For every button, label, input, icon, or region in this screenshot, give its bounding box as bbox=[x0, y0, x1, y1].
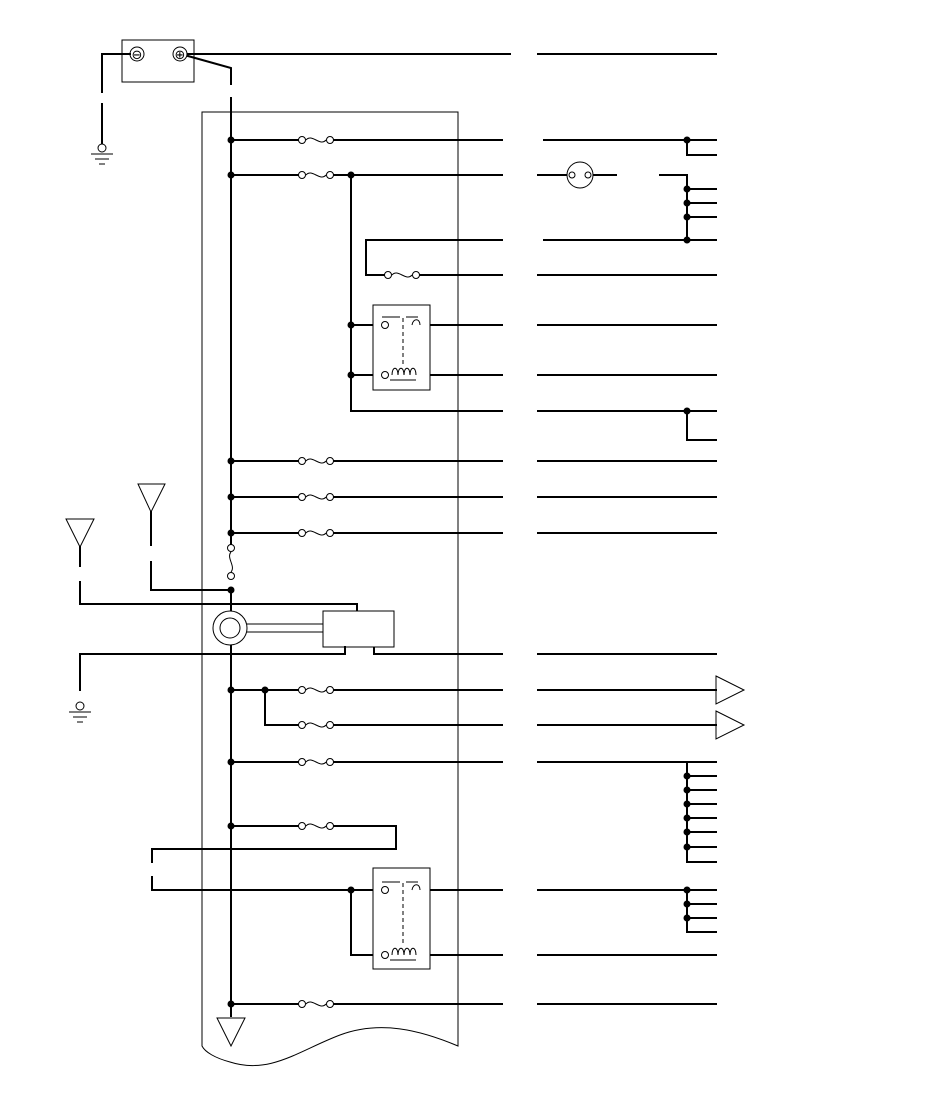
current-sensor bbox=[212, 610, 395, 648]
output-arrow-2 bbox=[715, 710, 746, 740]
battery-to-main-wire bbox=[186, 54, 232, 113]
fusible-link bbox=[227, 544, 235, 580]
battery-negative-label: ⊖ bbox=[132, 48, 143, 63]
fuse-symbols bbox=[298, 136, 420, 1008]
splice-points bbox=[227, 136, 691, 1008]
sensor-ground-wire bbox=[79, 646, 346, 691]
lamp-symbol bbox=[566, 161, 594, 189]
relay-1 bbox=[372, 304, 431, 391]
battery-positive-label: ⊕ bbox=[175, 48, 186, 63]
connector-triangle-left-1 bbox=[137, 483, 232, 591]
ground-symbol-lower bbox=[69, 701, 91, 723]
battery: ⊖ ⊕ bbox=[121, 39, 195, 83]
output-arrow-1 bbox=[715, 675, 746, 705]
battery-negative-wire bbox=[101, 53, 131, 145]
junction-box-outline bbox=[201, 111, 459, 1067]
ground-symbol-top bbox=[91, 143, 113, 165]
connector-triangle-left-2 bbox=[65, 518, 358, 612]
relay-2 bbox=[372, 867, 431, 970]
bus-continuation-arrow bbox=[216, 1017, 246, 1048]
fuse-circuits bbox=[151, 139, 717, 1005]
